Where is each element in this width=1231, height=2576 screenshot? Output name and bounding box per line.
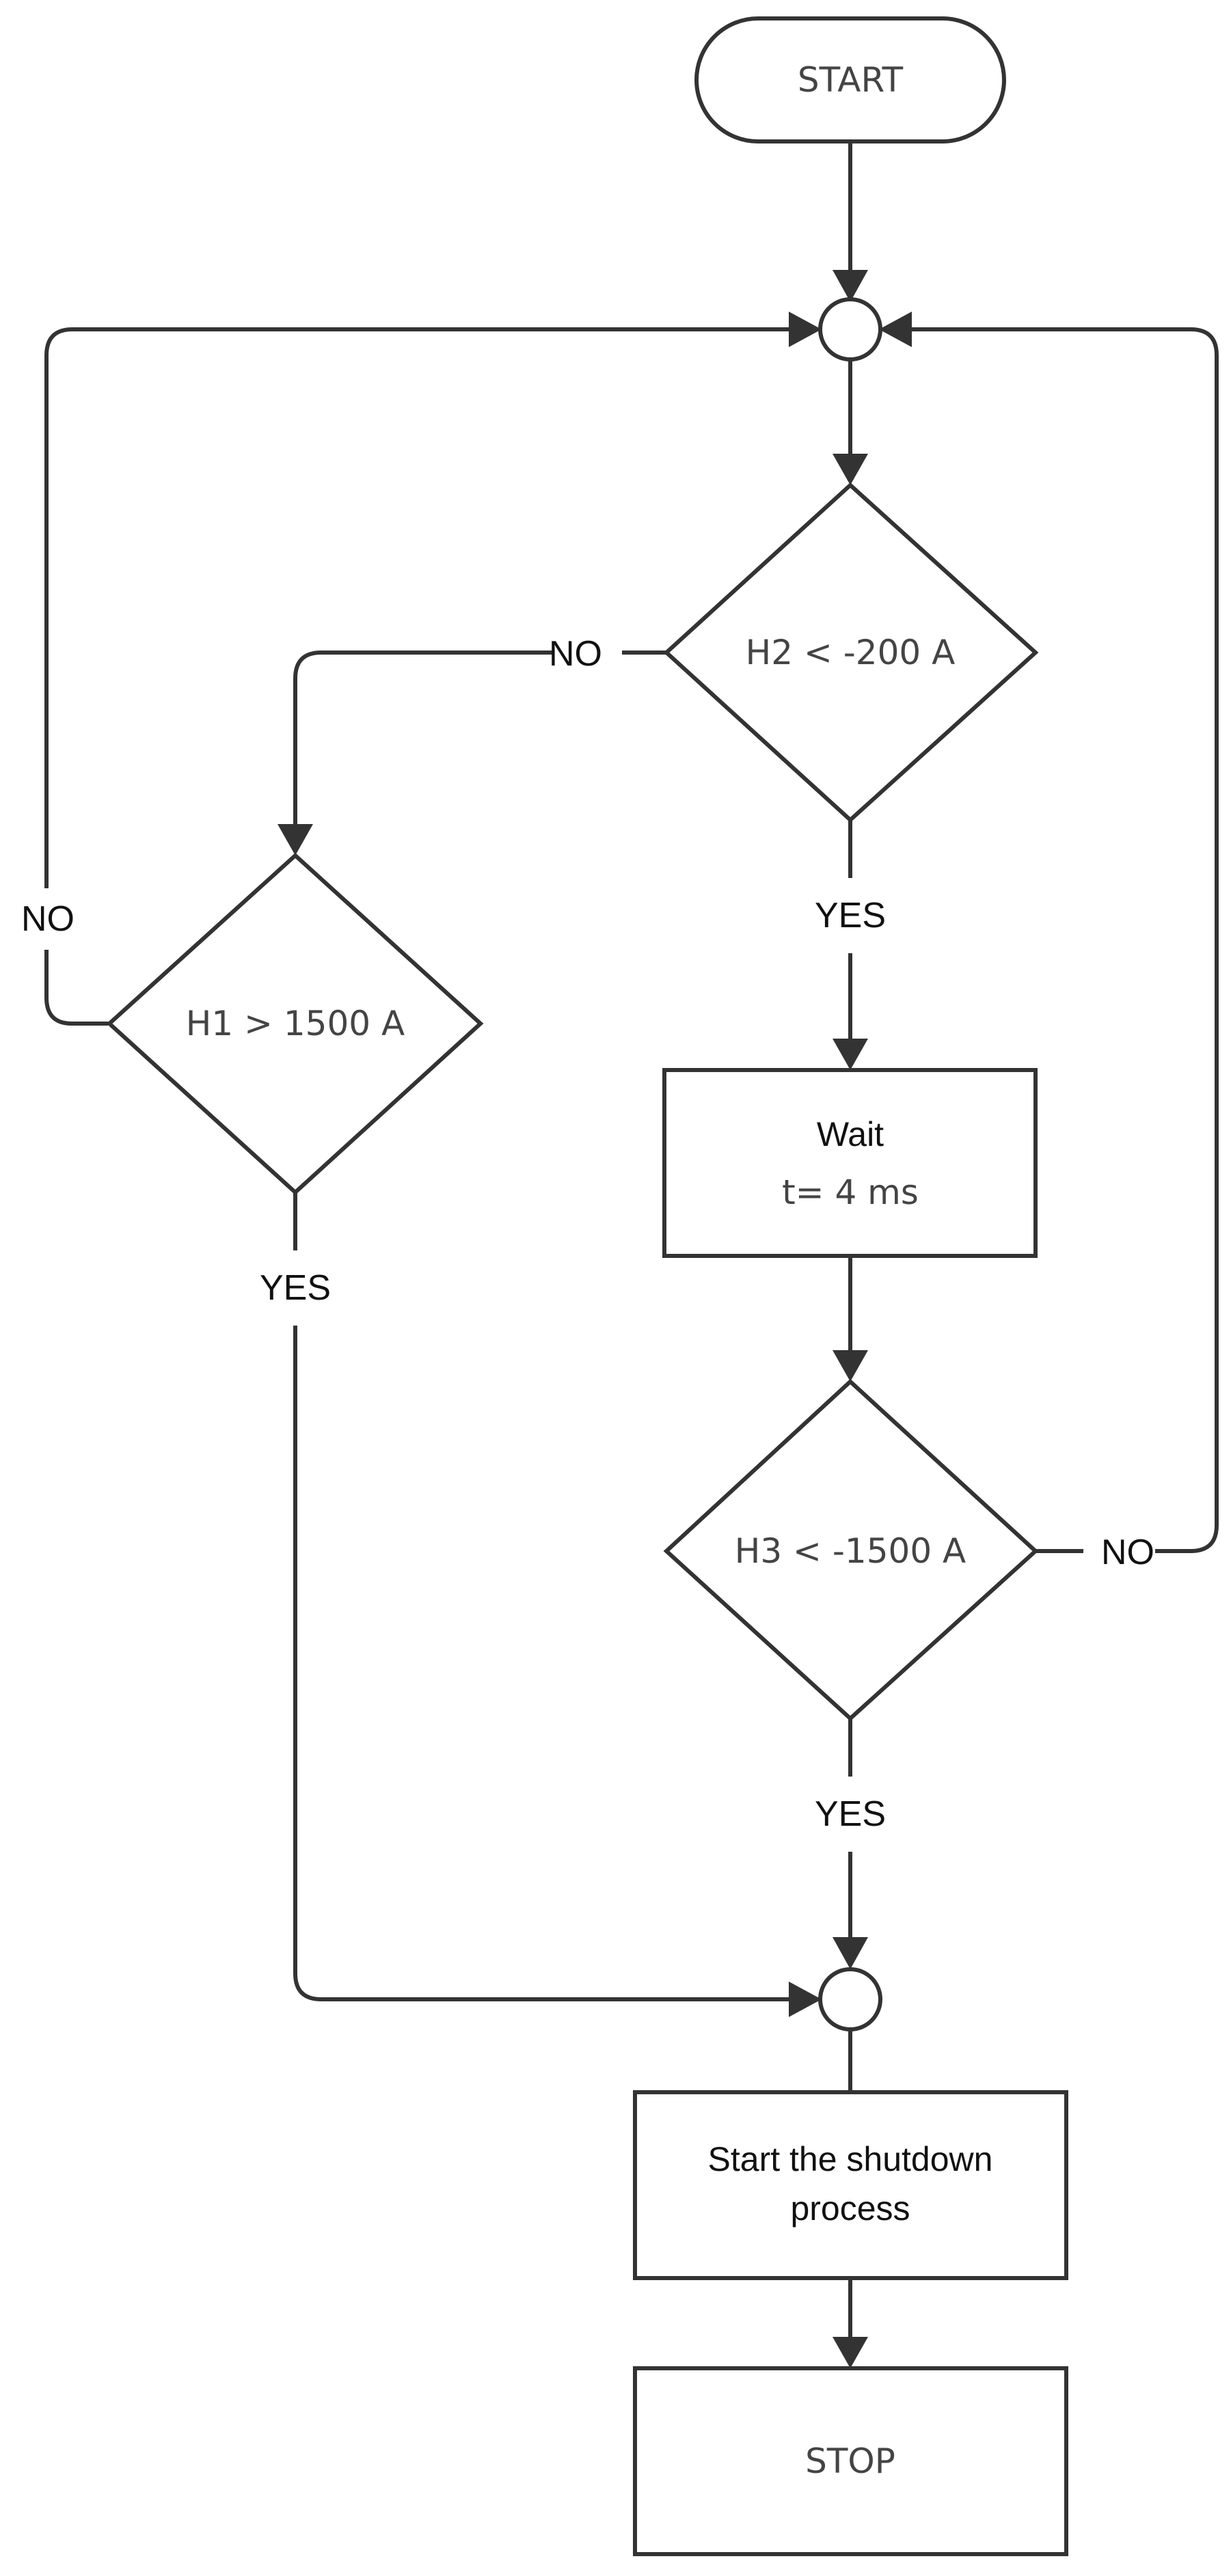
stop-label: STOP (805, 2441, 895, 2481)
connector-h1-no-to-merge-part2 (44, 327, 794, 888)
wait-box (662, 1068, 1038, 1258)
arrowhead-merge2-left (789, 1982, 822, 2017)
connector-yes-to-merge2-left (293, 1326, 794, 2001)
h2-decision-label: H2 < -200 A (746, 633, 956, 672)
h1-yes-label: YES (260, 1268, 331, 1308)
arrowhead-h3-top (833, 1350, 868, 1382)
merge-circle-top (818, 297, 882, 361)
h3-yes-label: YES (815, 1794, 886, 1834)
arrowhead-wait-top (833, 1039, 868, 1070)
start-terminal (694, 16, 1006, 143)
merge-circle-bottom (818, 1967, 882, 2031)
arrowhead-merge1-right (879, 312, 912, 347)
arrowhead-stop-top (833, 2337, 868, 2368)
shutdown-label-line1: Start the shutdown (708, 2140, 993, 2178)
shutdown-label-line2: process (790, 2189, 910, 2228)
connector-h2-no-to-h1 (293, 650, 554, 827)
connector-h3-no-to-merge (909, 327, 1219, 1553)
arrowhead-merge1-top (833, 270, 868, 302)
connector-h1-no-to-merge-part1 (44, 950, 108, 1026)
arrowhead-merge1-left (789, 312, 822, 347)
arrowhead-h2-top (833, 454, 868, 485)
h1-decision-label: H1 > 1500 A (186, 1004, 405, 1043)
arrowhead-merge2-top (833, 1937, 868, 1969)
h3-no-label: NO (1101, 1533, 1154, 1572)
wait-label-line1: Wait (817, 1115, 884, 1153)
stop-box (633, 2366, 1068, 2556)
h1-no-label: NO (21, 899, 75, 939)
h2-no-label: NO (549, 634, 602, 674)
h1-decision-diamond (106, 852, 484, 1196)
h3-decision-diamond (663, 1378, 1039, 1722)
h2-yes-label: YES (815, 896, 886, 935)
start-label: START (798, 60, 904, 100)
shutdown-box (633, 2090, 1068, 2280)
h3-decision-label: H3 < -1500 A (735, 1531, 966, 1571)
wait-label-line2: t= 4 ms (782, 1173, 919, 1212)
h2-decision-diamond (663, 482, 1039, 823)
arrowhead-h1-top (278, 824, 313, 855)
